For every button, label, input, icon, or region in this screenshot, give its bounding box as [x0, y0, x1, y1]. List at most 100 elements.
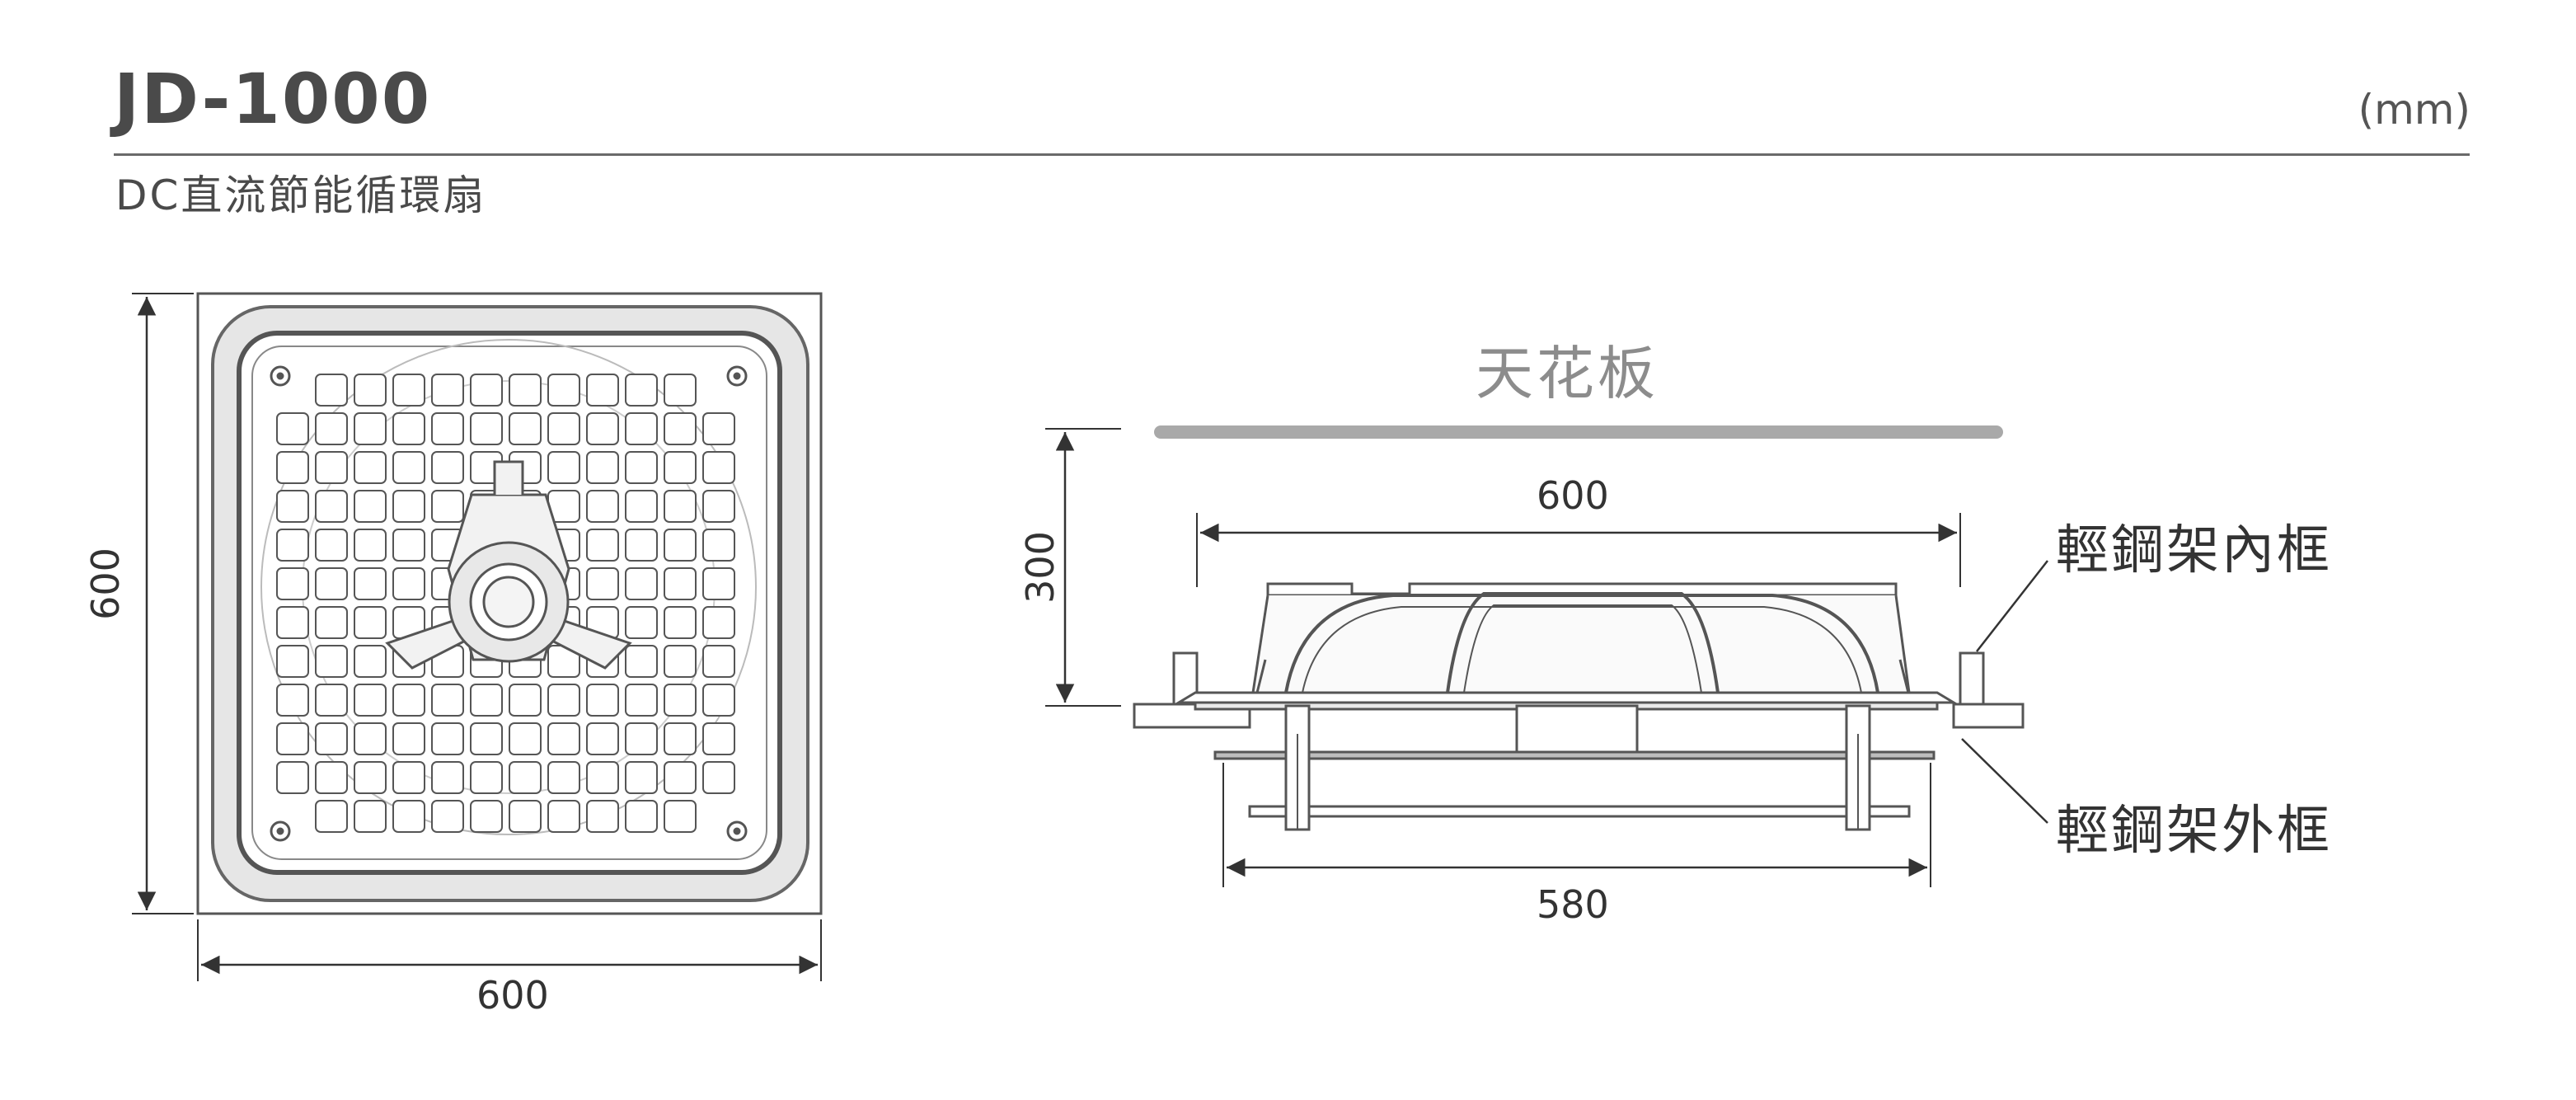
product-subtitle: DC直流節能循環扇 — [115, 172, 487, 219]
grille-cell — [315, 490, 348, 523]
grille-cell — [276, 412, 309, 445]
grille-cell — [625, 606, 658, 639]
grille-cell — [276, 606, 309, 639]
side-view — [1045, 425, 2048, 887]
grille-cell — [354, 722, 387, 755]
grille-cell — [702, 567, 735, 600]
grille-cell — [276, 490, 309, 523]
grille-cell — [586, 761, 619, 794]
grille-cell — [664, 412, 697, 445]
model-title: JD-1000 — [114, 59, 432, 139]
grille-cell — [315, 451, 348, 484]
header-rule — [114, 153, 2470, 156]
grille-cell — [509, 412, 542, 445]
grille-cell — [276, 451, 309, 484]
grille-cell — [586, 412, 619, 445]
grille-cell — [392, 722, 425, 755]
grille-cell — [547, 722, 580, 755]
grille-cell — [354, 412, 387, 445]
grille-cell — [664, 490, 697, 523]
grille-cell — [470, 374, 503, 407]
grille-cell — [702, 761, 735, 794]
grille-cell — [354, 567, 387, 600]
outer-frame-rail — [1213, 750, 1936, 760]
grille-cell — [354, 606, 387, 639]
motor-hub — [385, 460, 632, 670]
side-bottom-width-label: 580 — [1537, 882, 1609, 927]
mounting-plate — [1174, 691, 1959, 831]
grille-cell — [702, 451, 735, 484]
grille-cell — [315, 722, 348, 755]
grille-cell — [586, 490, 619, 523]
inner-frame-rails — [1133, 651, 2025, 729]
grille-cell — [392, 374, 425, 407]
grille-cell — [664, 529, 697, 562]
grille-cell — [470, 684, 503, 717]
grille-cell — [625, 800, 658, 833]
grille-cell — [664, 567, 697, 600]
grille-cell — [470, 412, 503, 445]
grille-cell — [276, 567, 309, 600]
grille-cell — [664, 684, 697, 717]
grille-cell — [276, 645, 309, 678]
grille-cell — [354, 761, 387, 794]
grille-cell — [392, 529, 425, 562]
leader-inner-frame — [1976, 560, 2048, 652]
grille-cell — [547, 684, 580, 717]
grille-cell — [702, 722, 735, 755]
grille-cell — [509, 722, 542, 755]
grille-cell — [625, 761, 658, 794]
grille-cell — [354, 684, 387, 717]
grille-cell — [664, 800, 697, 833]
grille-cell — [586, 684, 619, 717]
grille-cell — [547, 412, 580, 445]
grille-cell — [625, 722, 658, 755]
side-height-label: 300 — [1018, 531, 1063, 604]
grille-cell — [702, 684, 735, 717]
grille-cell — [664, 722, 697, 755]
grille-cell — [547, 800, 580, 833]
grille-cell — [702, 529, 735, 562]
grille-cell — [664, 645, 697, 678]
grille-cell — [625, 684, 658, 717]
grille-cell — [625, 567, 658, 600]
grille-cell — [431, 412, 464, 445]
grille-cell — [431, 800, 464, 833]
grille-cell — [664, 374, 697, 407]
grille-cell — [470, 800, 503, 833]
grille-cell — [315, 567, 348, 600]
unit-label: (mm) — [2358, 86, 2470, 134]
grille-cell — [354, 451, 387, 484]
grille-cell — [664, 761, 697, 794]
grille-cell — [431, 451, 464, 484]
grille-cell — [354, 374, 387, 407]
grille-cell — [509, 684, 542, 717]
grille-cell — [547, 374, 580, 407]
grille-cell — [702, 412, 735, 445]
grille-cell — [354, 800, 387, 833]
grille-cell — [586, 722, 619, 755]
grille-cell — [315, 684, 348, 717]
front-height-label: 600 — [83, 548, 128, 620]
grille-cell — [625, 490, 658, 523]
grille-cell — [315, 374, 348, 407]
grille-cell — [431, 374, 464, 407]
grille-cell — [586, 567, 619, 600]
leader-outer-frame — [1961, 738, 2048, 824]
fan-body — [1251, 582, 1911, 694]
grille-cell — [392, 490, 425, 523]
grille-cell — [315, 606, 348, 639]
grille-cell — [354, 645, 387, 678]
screws — [270, 365, 748, 842]
grille-cell — [702, 606, 735, 639]
grille-cell — [702, 490, 735, 523]
grille-cell — [315, 645, 348, 678]
grille-cell — [664, 606, 697, 639]
grille-cell — [315, 412, 348, 445]
grille-cell — [625, 451, 658, 484]
grille-cell — [315, 800, 348, 833]
grille-cell — [431, 684, 464, 717]
grille-cell — [586, 529, 619, 562]
grille-cell — [276, 761, 309, 794]
